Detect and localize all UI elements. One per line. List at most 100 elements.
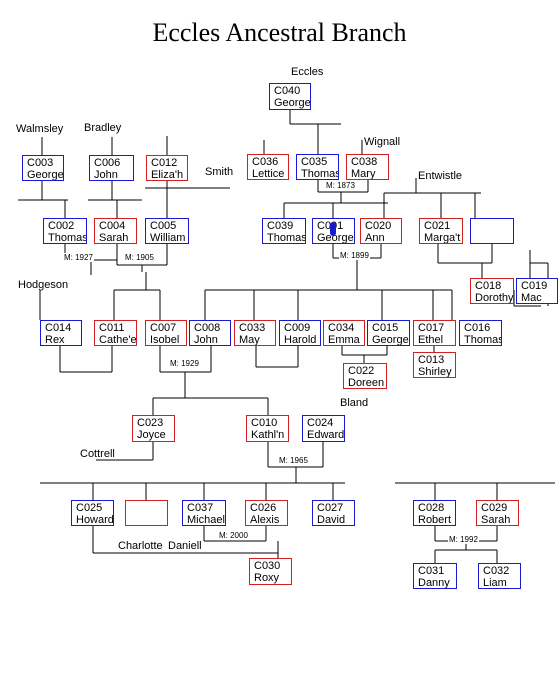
person-id: C040 [274, 85, 301, 97]
person-name: Isobel [150, 334, 180, 346]
person-id: C031 [418, 565, 445, 577]
person-id: C006 [94, 157, 121, 169]
surname-daniell: Daniell [168, 540, 202, 552]
person-id: C004 [99, 220, 126, 232]
person-name: William [150, 232, 186, 244]
surname-entwistle: Entwistle [418, 170, 463, 182]
surname-eccles: Eccles [291, 66, 324, 78]
person-id: C020 [365, 220, 392, 232]
person-id: C013 [418, 354, 445, 366]
person-id: C033 [239, 322, 266, 334]
person-id: C037 [187, 502, 214, 514]
surname-cottrell: Cottrell [80, 448, 115, 460]
person-name: May [239, 334, 260, 346]
person-box-empty[interactable] [125, 500, 168, 526]
person-id: C012 [151, 157, 178, 169]
person-box-empty[interactable] [470, 218, 514, 244]
person-name: Eliza'h [151, 169, 184, 181]
person-id: C018 [475, 280, 502, 292]
person-name: George [372, 334, 409, 346]
marriage-label: M: 1992 [448, 535, 479, 544]
marriage-label: M: 1965 [278, 456, 309, 465]
person-name: Shirley [418, 366, 452, 378]
person-name: Cathe'e [99, 334, 137, 346]
person-id: C019 [521, 280, 548, 292]
surname-smith: Smith [205, 166, 234, 178]
surname-hodgeson: Hodgeson [18, 279, 69, 291]
person-id: C038 [351, 156, 378, 168]
person-id: C010 [251, 417, 278, 429]
person-id: C023 [137, 417, 164, 429]
person-id: C015 [372, 322, 399, 334]
surname-walmsley: Walmsley [16, 123, 64, 135]
person-name: Emma [328, 334, 360, 346]
person-id: C024 [307, 417, 334, 429]
person-id: C025 [76, 502, 103, 514]
person-id: C011 [99, 322, 125, 334]
person-id: C014 [45, 322, 72, 334]
surname-wignall: Wignall [364, 136, 401, 148]
person-id: C034 [328, 322, 355, 334]
person-id: C036 [252, 156, 279, 168]
person-id: C029 [481, 502, 508, 514]
person-id: C008 [194, 322, 221, 334]
person-name: Ann [365, 232, 385, 244]
person-name: John [194, 334, 218, 346]
person-name: Danny [418, 577, 450, 589]
person-name: Ethel [418, 334, 444, 346]
person-name: John [94, 169, 118, 181]
person-name: Robert [418, 514, 452, 526]
person-id: C002 [48, 220, 75, 232]
person-name: Thomas [48, 232, 87, 244]
person-id: C027 [317, 502, 344, 514]
marriage-label: M: 1927 [63, 253, 94, 262]
person-name: Rex [45, 334, 65, 346]
person-id: C030 [254, 560, 281, 572]
person-name: Lettice [252, 168, 285, 180]
person-name: Thomas [464, 334, 502, 346]
person-name: Edward [307, 429, 345, 441]
marriage-label: M: 1929 [169, 359, 200, 368]
person-name: George [27, 169, 64, 181]
